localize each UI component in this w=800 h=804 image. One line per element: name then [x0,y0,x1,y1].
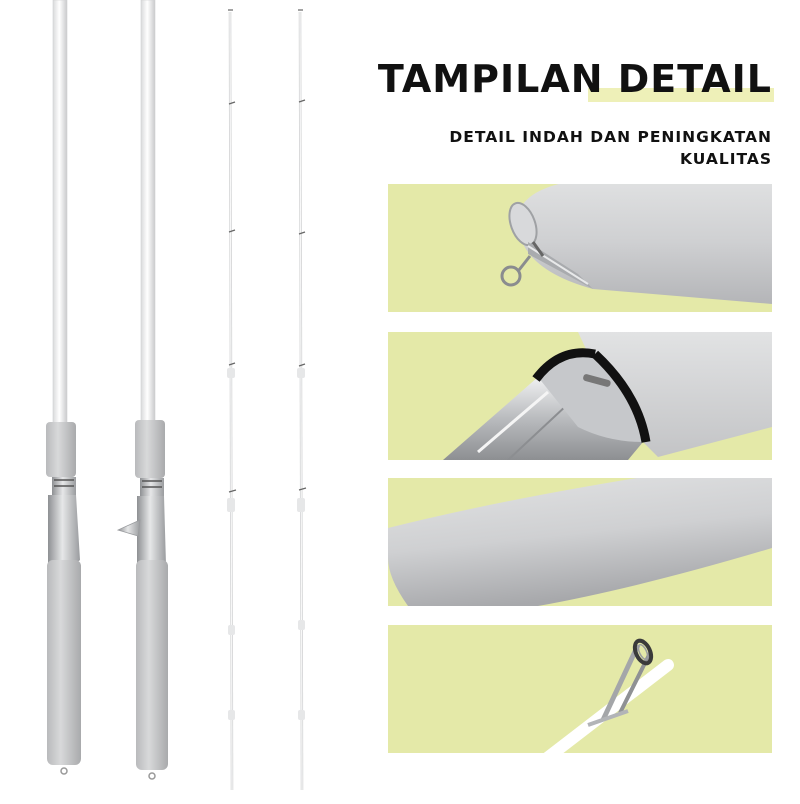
subtitle-line-two: KUALITAS [679,150,772,168]
rod-one-butt [46,0,81,775]
page-title: TAMPILAN DETAIL [377,57,772,101]
rod-tip-sections [227,9,307,791]
title-highlight-bar [588,88,774,102]
detail-panel-butt-end [388,184,772,312]
detail-panel-rod-guide [388,625,772,753]
subtitle-line-one: DETAIL INDAH DAN PENINGKATAN [449,128,772,146]
foam-grip-image [388,478,772,606]
reel-seat-lock-image [443,332,772,460]
fishing-rods-illustration [0,0,360,800]
butt-end-ring-image [500,184,772,304]
rod-guide-image [543,638,674,753]
rod-two-butt [116,0,168,780]
rods-svg [46,0,307,791]
detail-panel-reel-seat [388,332,772,460]
page-subtitle: DETAIL INDAH DAN PENINGKATAN KUALITAS [400,126,772,170]
detail-panel-foam-grip [388,478,772,606]
